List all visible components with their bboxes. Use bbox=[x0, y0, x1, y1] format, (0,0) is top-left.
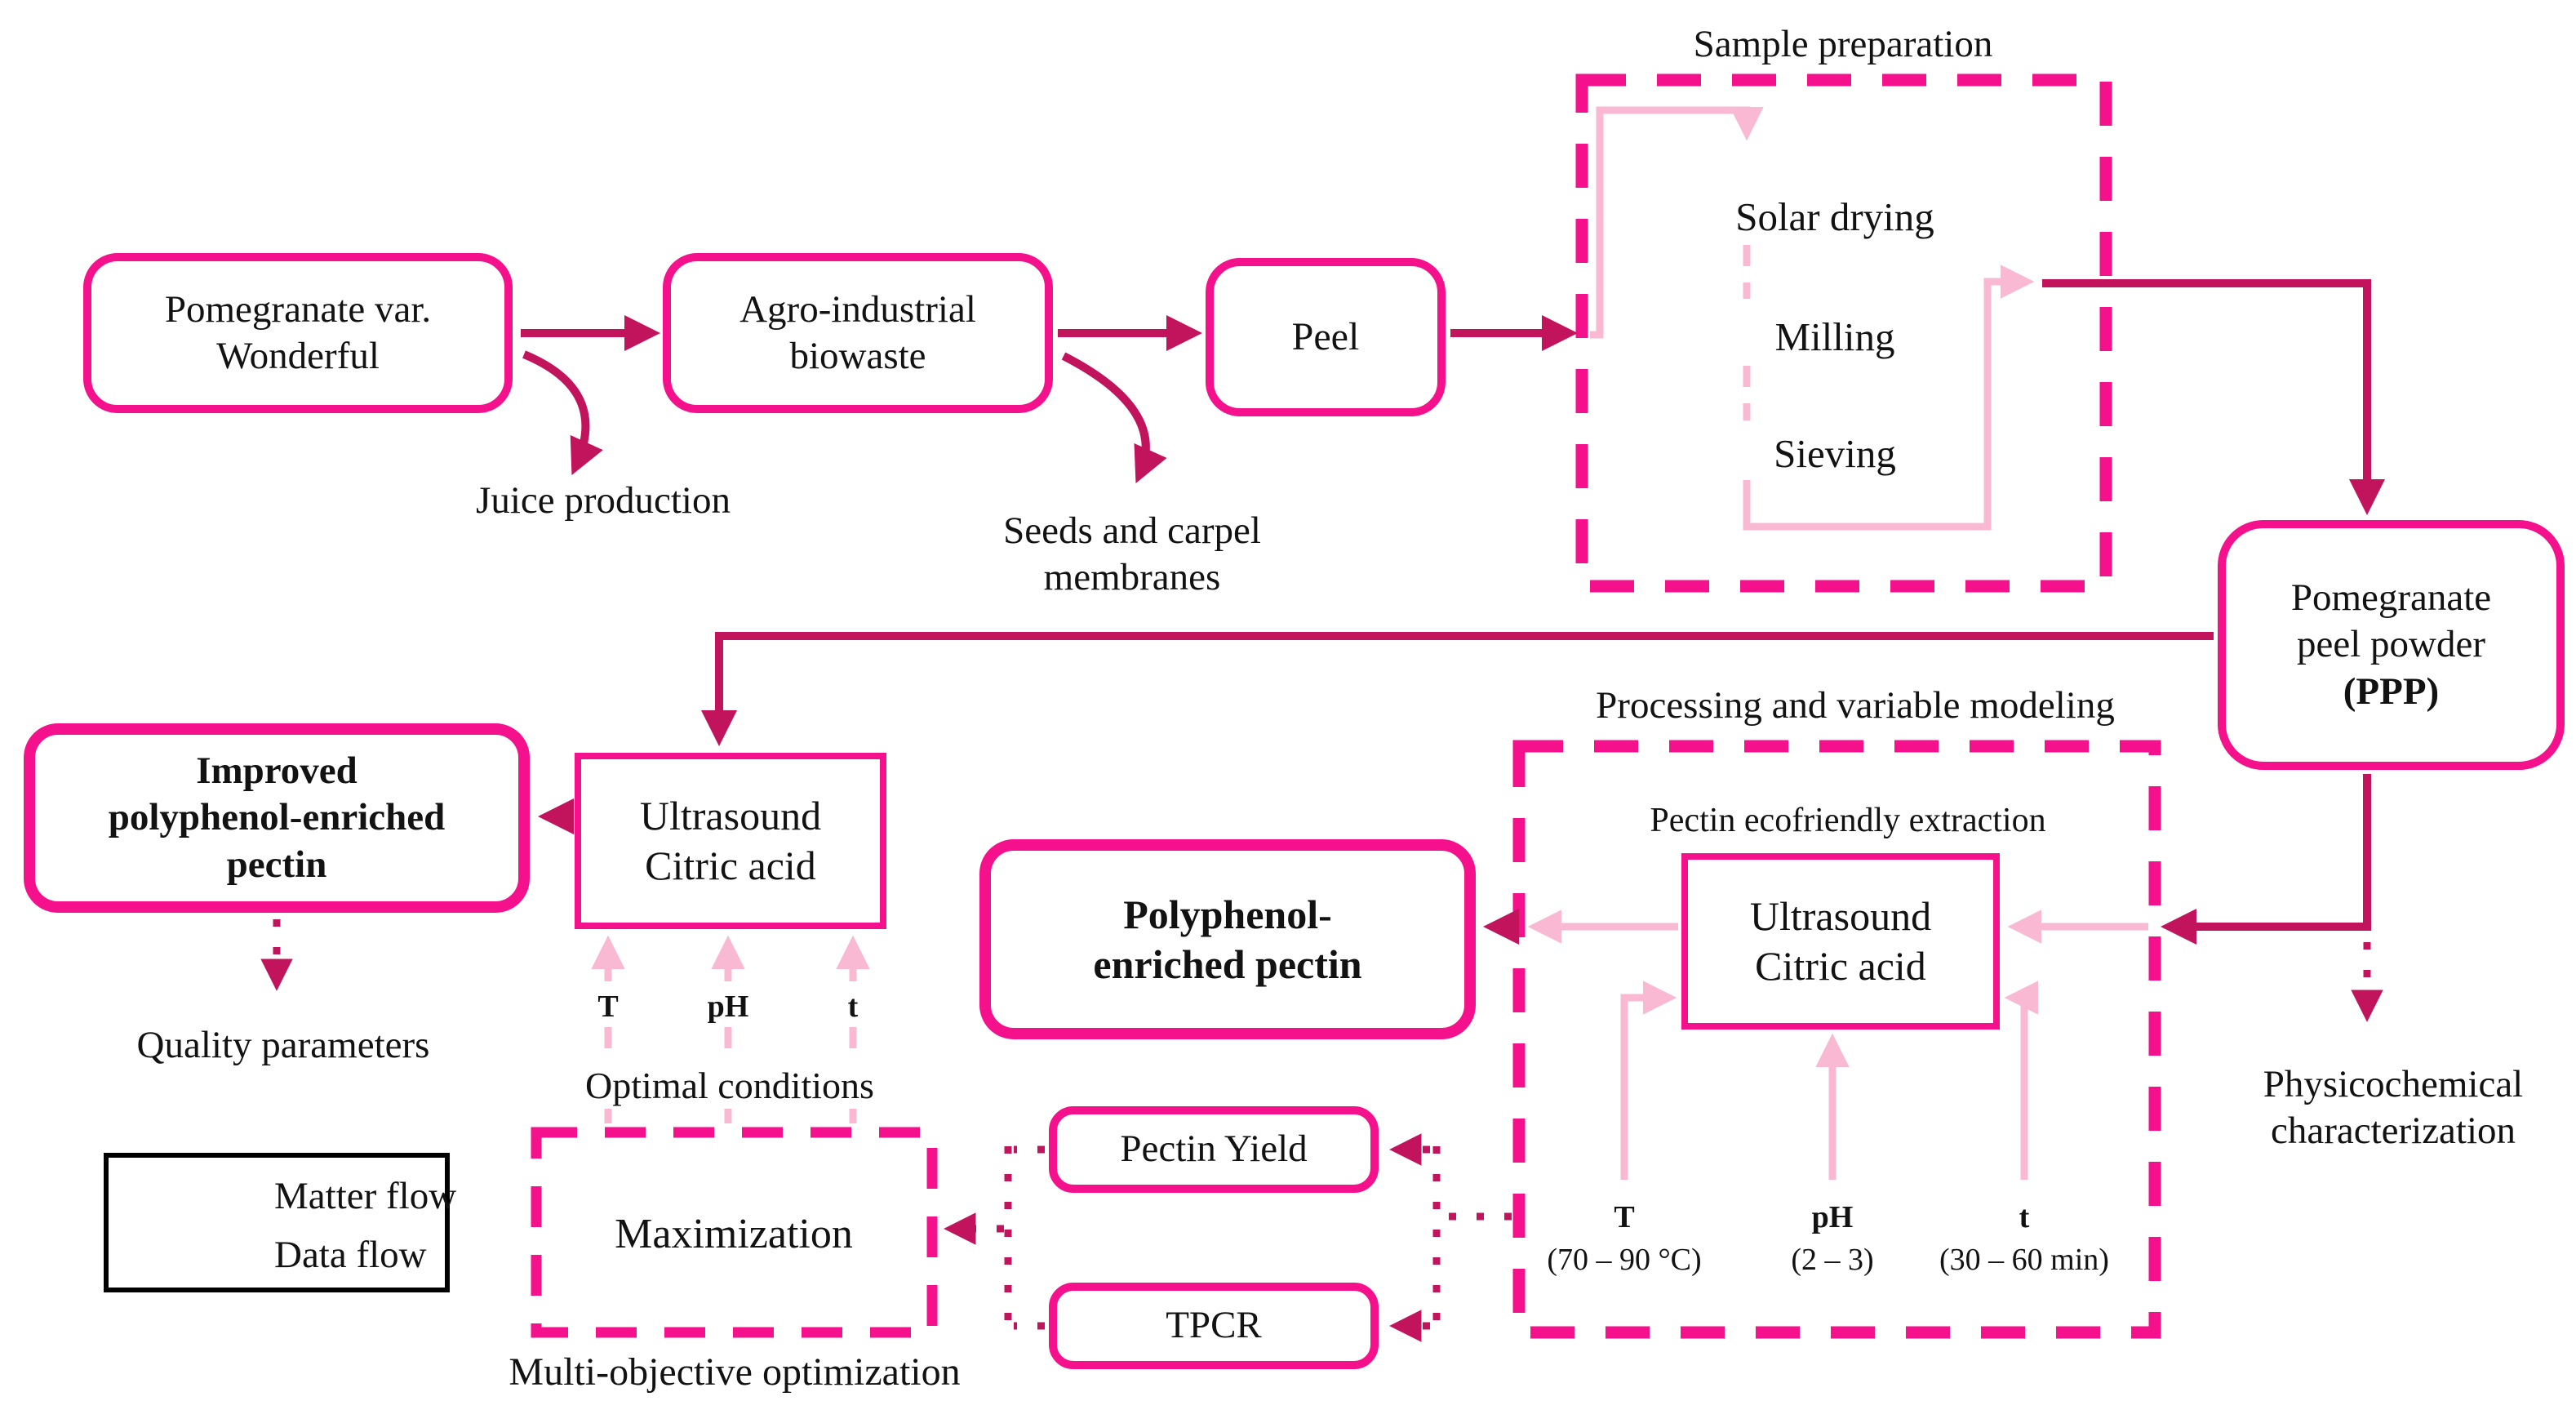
arrow-ppp-to-processing bbox=[2160, 774, 2371, 945]
optimal-conditions-label: Optimal conditions bbox=[577, 1063, 882, 1110]
var-right-t: t bbox=[2019, 1200, 2030, 1234]
sample-preparation-label: Sample preparation bbox=[1693, 23, 1993, 65]
var-right-pH: pH bbox=[1811, 1200, 1854, 1234]
seeds-carpel-membranes-label: Seeds and carpel membranes bbox=[1003, 509, 1261, 599]
pectin-ecofriendly-extraction-label: Pectin ecofriendly extraction bbox=[1650, 802, 2046, 839]
step-sieving: Sieving bbox=[1774, 431, 1896, 476]
multi-objective-optimization-label: Multi-objective optimization bbox=[509, 1350, 961, 1394]
sample-prep-entry-path bbox=[1590, 106, 1764, 339]
legend-matter-flow-label: Matter flow bbox=[274, 1175, 457, 1217]
step-milling: Milling bbox=[1774, 314, 1895, 359]
juice-production-label: Juice production bbox=[476, 479, 731, 522]
arrow-to-seeds bbox=[1061, 352, 1167, 484]
quality-parameters-label: Quality parameters bbox=[136, 1024, 430, 1066]
node-tpcr: TPCR bbox=[1049, 1283, 1379, 1369]
physicochemical-characterization-label: Physicochemical characterization bbox=[2263, 1063, 2524, 1153]
var-left-pH: pH bbox=[707, 990, 749, 1024]
ppp-abbreviation: (PPP) bbox=[2343, 669, 2440, 713]
node-agro-industrial-biowaste: Agro-industrial biowaste bbox=[663, 253, 1053, 413]
arrow-T-into-ultrasound-right bbox=[1620, 981, 1677, 1180]
var-right-pH-range: (2 – 3) bbox=[1791, 1243, 1874, 1277]
node-pectin-yield: Pectin Yield bbox=[1049, 1106, 1379, 1193]
var-left-t: t bbox=[847, 990, 859, 1024]
var-right-t-range: (30 – 60 min) bbox=[1939, 1243, 2109, 1277]
node-improved-polyphenol-enriched-pectin: Improved polyphenol-enriched pectin bbox=[24, 723, 530, 913]
node-peel: Peel bbox=[1206, 258, 1446, 416]
arrow-sample-prep-to-ppp bbox=[2042, 279, 2386, 516]
var-right-T-range: (70 – 90 °C) bbox=[1547, 1243, 1702, 1277]
step-solar-drying: Solar drying bbox=[1735, 194, 1934, 239]
node-pomegranate-peel-powder: Pomegranate peel powder (PPP) bbox=[2218, 520, 2565, 770]
ppp-title: Pomegranate peel powder bbox=[2290, 576, 2492, 666]
legend-data-flow-label: Data flow bbox=[274, 1234, 427, 1276]
node-maximization: Maximization bbox=[615, 1211, 853, 1257]
node-ultrasound-citric-acid-right: Ultrasound Citric acid bbox=[1681, 853, 2000, 1030]
var-right-T: T bbox=[1614, 1200, 1635, 1234]
arrow-to-juice-production bbox=[522, 350, 603, 476]
processing-group-label: Processing and variable modeling bbox=[1596, 684, 2115, 727]
node-polyphenol-enriched-pectin: Polyphenol- enriched pectin bbox=[979, 839, 1476, 1039]
var-left-T: T bbox=[597, 990, 619, 1024]
node-pomegranate-var-wonderful: Pomegranate var. Wonderful bbox=[83, 253, 513, 413]
arrow-t-into-ultrasound-right-elbow bbox=[2004, 981, 2039, 1180]
node-ultrasound-citric-acid-left: Ultrasound Citric acid bbox=[575, 753, 886, 929]
legend-box bbox=[104, 1153, 450, 1292]
